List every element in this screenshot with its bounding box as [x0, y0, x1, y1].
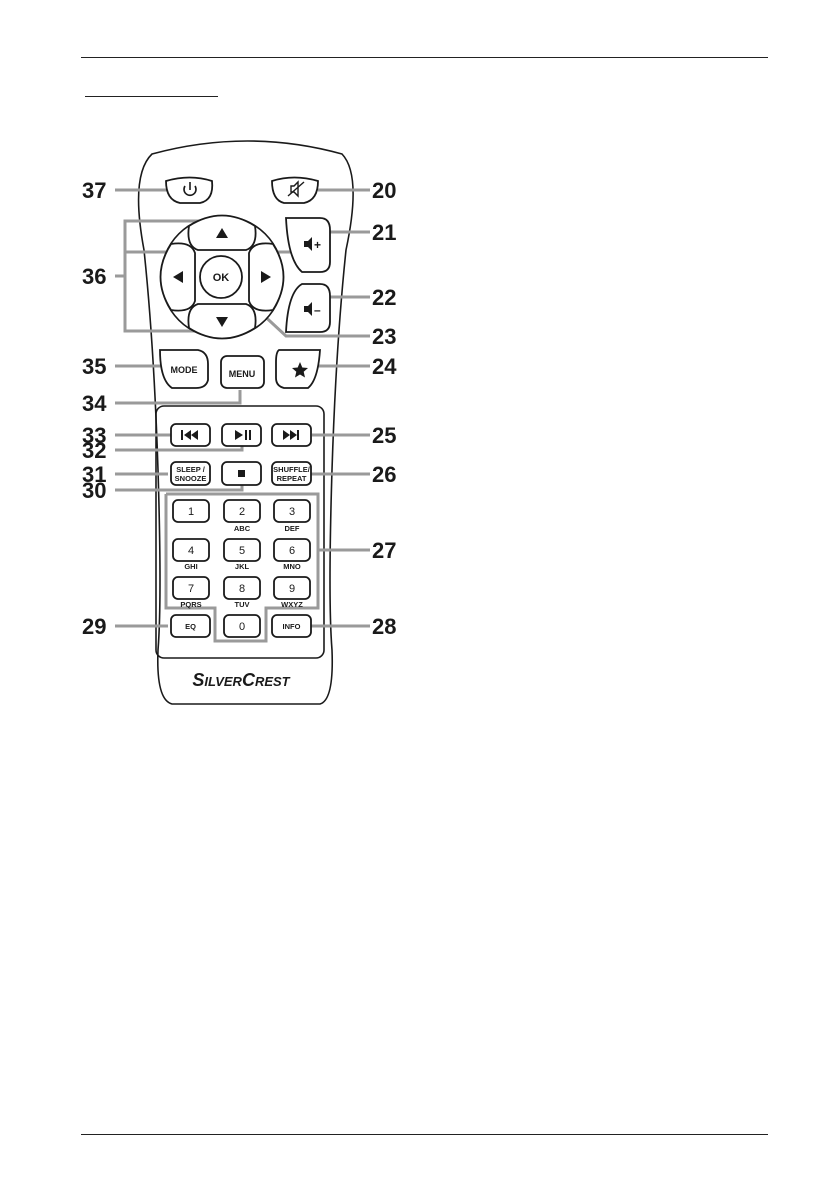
info-button[interactable]: INFO	[272, 615, 311, 637]
key-letters: MNO	[283, 562, 301, 571]
repeat-label: REPEAT	[277, 474, 307, 483]
callout-34: 34	[82, 391, 107, 416]
key-6[interactable]: 6	[274, 539, 310, 561]
callout-37: 37	[82, 178, 106, 203]
key-9[interactable]: 9	[274, 577, 310, 599]
brand-s: S	[192, 670, 204, 690]
key-letters: TUV	[235, 600, 250, 609]
callout-22: 22	[372, 285, 396, 310]
nav-down-button[interactable]	[188, 304, 255, 339]
callout-26: 26	[372, 462, 396, 487]
menu-label: MENU	[229, 369, 256, 379]
ok-label: OK	[213, 272, 230, 284]
key-digit: 2	[239, 506, 245, 518]
key-7[interactable]: 7	[173, 577, 209, 599]
key-digit: 0	[239, 621, 245, 633]
eq-button[interactable]: EQ	[171, 615, 210, 637]
key-digit: 1	[188, 506, 194, 518]
mode-button[interactable]: MODE	[160, 350, 208, 388]
nav-up-button[interactable]	[188, 216, 255, 251]
key-digit: 9	[289, 583, 295, 595]
callout-27: 27	[372, 538, 396, 563]
key-1[interactable]: 1	[173, 500, 209, 522]
mode-label: MODE	[171, 365, 198, 375]
nav-left-button[interactable]	[161, 243, 196, 310]
key-4[interactable]: 4	[173, 539, 209, 561]
stop-button[interactable]	[222, 462, 261, 485]
callout-24: 24	[372, 354, 397, 379]
volume-up-label: +	[314, 238, 321, 252]
key-8[interactable]: 8	[224, 577, 260, 599]
brand-rest: REST	[255, 674, 291, 689]
nav-right-button[interactable]	[249, 243, 284, 310]
callout-25: 25	[372, 423, 396, 448]
callout-20: 20	[372, 178, 396, 203]
callout-28: 28	[372, 614, 396, 639]
callout-32: 32	[82, 438, 106, 463]
navigation-pad: OK	[161, 216, 284, 339]
key-letters: ABC	[234, 524, 251, 533]
key-digit: 5	[239, 545, 245, 557]
key-digit: 4	[188, 545, 194, 557]
info-label: INFO	[283, 622, 301, 631]
stop-icon	[238, 470, 245, 477]
key-5[interactable]: 5	[224, 539, 260, 561]
volume-down-label: –	[314, 303, 321, 317]
key-2[interactable]: 2	[224, 500, 260, 522]
key-letters: DEF	[285, 524, 300, 533]
key-3[interactable]: 3	[274, 500, 310, 522]
brand-c: C	[242, 670, 256, 690]
favorite-button[interactable]	[276, 350, 320, 388]
mute-button[interactable]	[272, 178, 318, 204]
shuffle-repeat-button[interactable]: SHUFFLE/ REPEAT	[272, 462, 311, 485]
key-digit: 6	[289, 545, 295, 557]
eq-label: EQ	[185, 622, 196, 631]
play-pause-button[interactable]	[222, 424, 261, 446]
ok-button[interactable]: OK	[200, 256, 242, 298]
key-digit: 3	[289, 506, 295, 518]
callout-36: 36	[82, 264, 106, 289]
menu-button[interactable]: MENU	[221, 356, 264, 388]
key-letters: WXYZ	[281, 600, 303, 609]
callout-30: 30	[82, 478, 106, 503]
key-letters: JKL	[235, 562, 250, 571]
next-track-button[interactable]	[272, 424, 311, 446]
brand-ilver: ILVER	[204, 674, 242, 689]
sleep-label: SLEEP /	[176, 465, 206, 474]
key-letters: PQRS	[180, 600, 201, 609]
key-0[interactable]: 0	[224, 615, 260, 637]
previous-track-button[interactable]	[171, 424, 210, 446]
snooze-label: SNOOZE	[175, 474, 207, 483]
callout-23: 23	[372, 324, 396, 349]
power-button[interactable]	[166, 178, 212, 204]
key-digit: 8	[239, 583, 245, 595]
key-letters: GHI	[184, 562, 197, 571]
callout-29: 29	[82, 614, 106, 639]
shuffle-label: SHUFFLE/	[273, 465, 311, 474]
sleep-snooze-button[interactable]: SLEEP / SNOOZE	[171, 462, 210, 485]
key-digit: 7	[188, 583, 194, 595]
callout-21: 21	[372, 220, 396, 245]
callout-35: 35	[82, 354, 106, 379]
